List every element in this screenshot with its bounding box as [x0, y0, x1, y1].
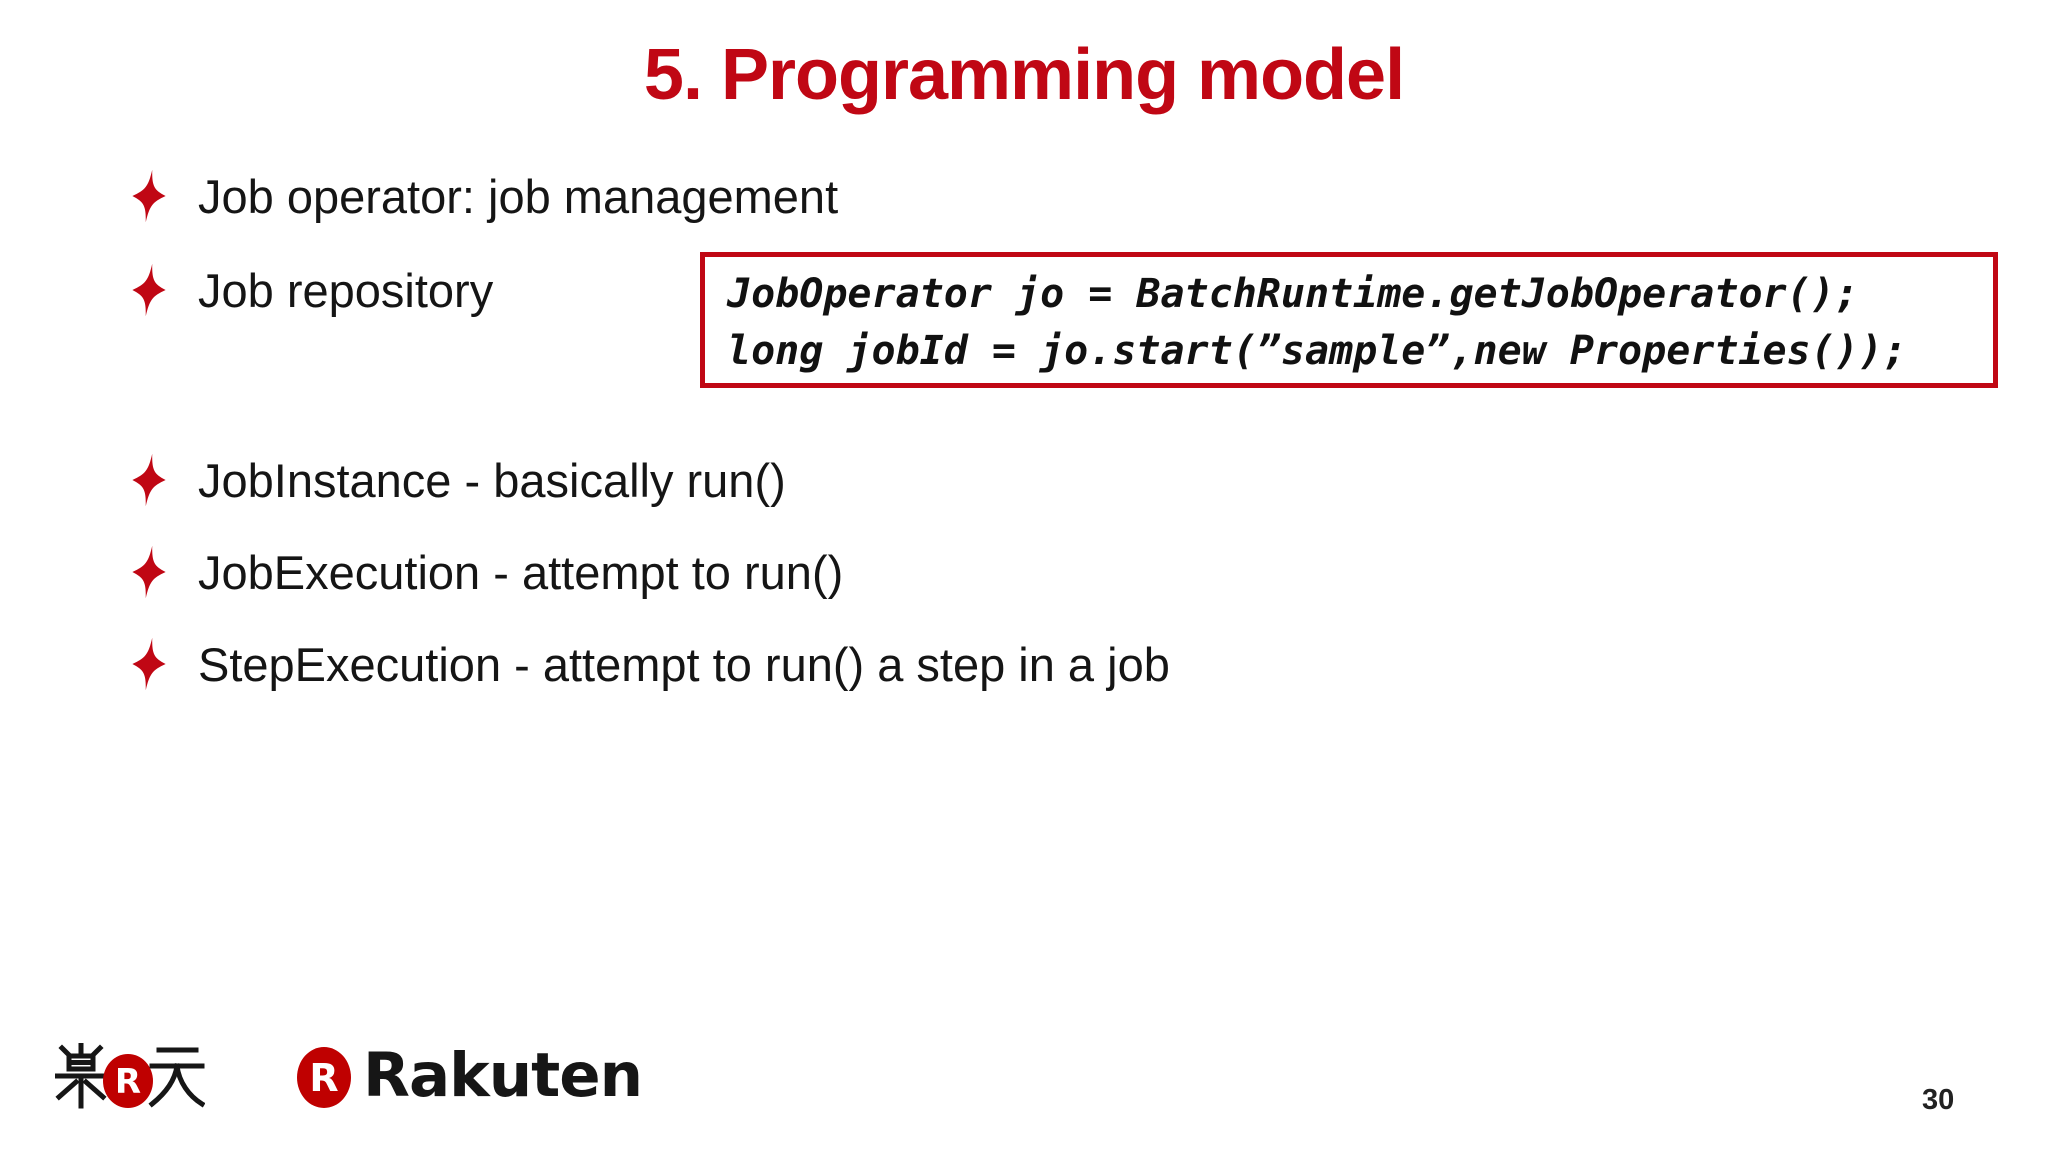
- bullet-text: JobExecution - attempt to run(): [198, 545, 844, 599]
- bullet-text: JobInstance - basically run(): [198, 453, 786, 507]
- list-item: StepExecution - attempt to run() a step …: [128, 636, 1170, 692]
- list-item: Job repository: [128, 262, 493, 318]
- star-bullet-icon: [132, 545, 166, 599]
- list-item: JobExecution - attempt to run(): [128, 544, 843, 600]
- rakuten-wordmark: Rakuten: [363, 1040, 643, 1111]
- page-number: 30: [1922, 1084, 1955, 1116]
- rakuten-r-badge-icon: R: [297, 1047, 351, 1108]
- code-line: JobOperator jo = BatchRuntime.getJobOper…: [727, 271, 1859, 317]
- page-title: 5. Programming model: [643, 35, 1405, 115]
- rakuten-kanji-logo-icon: R: [55, 1042, 205, 1108]
- rakuten-wordmark-logo: R Rakuten: [297, 1040, 643, 1111]
- list-item: Job operator: job management: [128, 168, 838, 224]
- code-snippet-box: JobOperator jo = BatchRuntime.getJobOper…: [700, 252, 1998, 388]
- star-bullet-icon: [132, 263, 166, 317]
- bullet-text: Job operator: job management: [198, 169, 839, 223]
- bullet-text: Job repository: [198, 263, 494, 317]
- list-item: JobInstance - basically run(): [128, 452, 786, 508]
- rakuten-r-badge-icon: [103, 1053, 153, 1108]
- svg-text:R: R: [115, 1062, 141, 1102]
- bullet-text: StepExecution - attempt to run() a step …: [198, 637, 1170, 691]
- rakuten-r-letter: R: [309, 1055, 339, 1100]
- footer-logos: R 楽天 R Rakuten: [55, 1040, 643, 1111]
- code-line: long jobId = jo.start(”sample”,new Prope…: [727, 328, 1908, 374]
- star-bullet-icon: [132, 453, 166, 507]
- star-bullet-icon: [132, 169, 166, 223]
- star-bullet-icon: [132, 637, 166, 691]
